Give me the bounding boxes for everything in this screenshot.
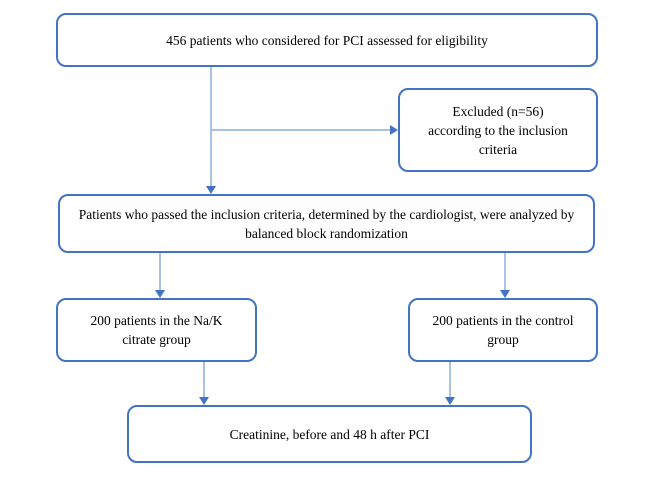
box-citrate-group-text: citrate group	[122, 332, 191, 347]
arrowhead-down-icon	[445, 397, 455, 405]
box-randomization-text: balanced block randomization	[245, 225, 408, 241]
connector-randomization-to-control	[504, 253, 506, 290]
box-citrate-group-text: 200 patients in the Na/K	[90, 313, 223, 328]
box-excluded: Excluded (n=56) according to the inclusi…	[398, 88, 598, 172]
connector-eligibility-to-randomization	[210, 67, 212, 187]
box-outcome: Creatinine, before and 48 h after PCI	[127, 405, 532, 463]
box-excluded-text: Excluded (n=56)	[452, 103, 544, 119]
connector-citrate-to-outcome	[203, 362, 205, 397]
arrowhead-down-icon	[199, 397, 209, 405]
box-control-group-text: 200 patients in the control	[432, 313, 574, 328]
connector-randomization-to-citrate	[159, 253, 161, 290]
connector-control-to-outcome	[449, 362, 451, 397]
arrowhead-down-icon	[500, 290, 510, 298]
arrowhead-right-icon	[390, 125, 398, 135]
arrowhead-down-icon	[206, 186, 216, 194]
box-control-group: 200 patients in the control group	[408, 298, 598, 362]
box-eligibility-text: 456 patients who considered for PCI asse…	[166, 32, 488, 48]
box-randomization: Patients who passed the inclusion criter…	[58, 194, 595, 253]
connector-to-excluded	[211, 129, 390, 131]
box-control-group-text: group	[487, 332, 519, 347]
box-randomization-text: Patients who passed the inclusion criter…	[78, 206, 575, 222]
arrowhead-down-icon	[155, 290, 165, 298]
box-eligibility: 456 patients who considered for PCI asse…	[56, 13, 598, 67]
box-excluded-text: criteria	[478, 141, 518, 157]
box-citrate-group: 200 patients in the Na/K citrate group	[56, 298, 257, 362]
box-outcome-text: Creatinine, before and 48 h after PCI	[229, 426, 430, 442]
box-excluded-text: according to the inclusion	[428, 122, 568, 138]
